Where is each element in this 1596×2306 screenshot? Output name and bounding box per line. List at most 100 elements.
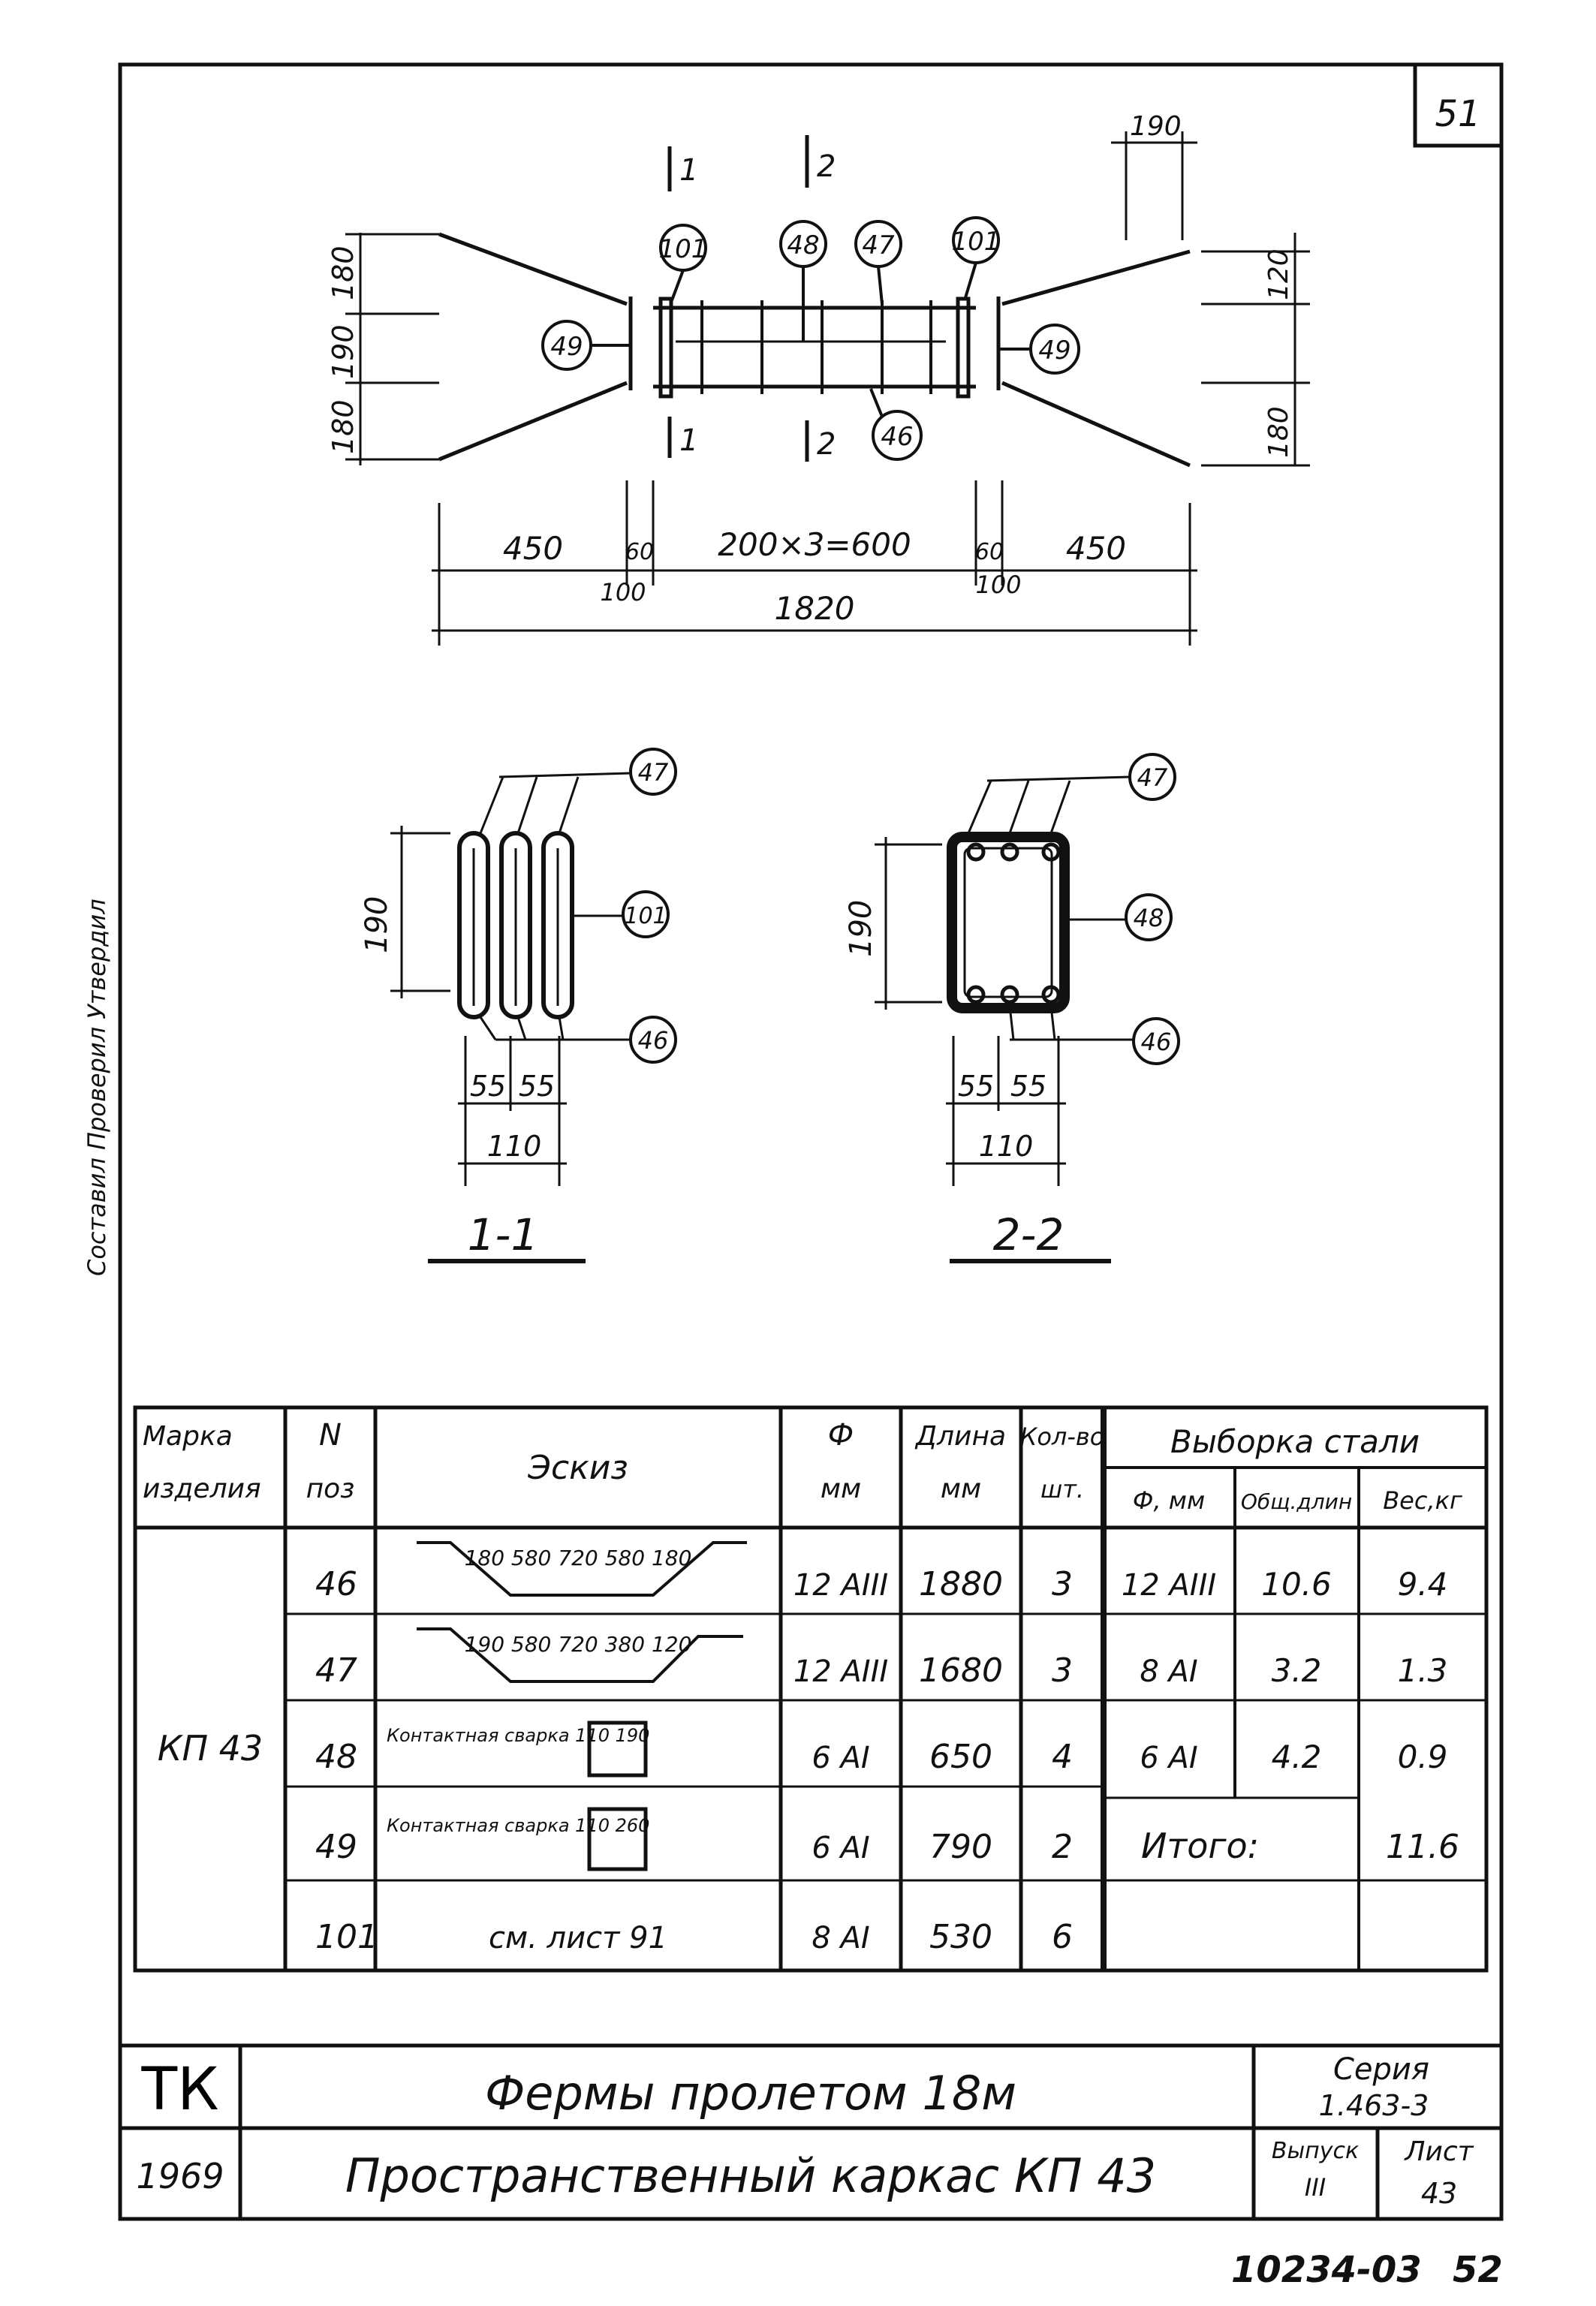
section-2-2-callout-47: 47 [1137, 763, 1168, 792]
section-1-1-height: 190 [360, 896, 394, 953]
section-1-1-callout-47: 47 [638, 758, 669, 787]
plan-bottom-dims [432, 480, 1197, 646]
section-2-2-leaders [875, 753, 1180, 1263]
page-number-box [1413, 62, 1504, 148]
section-mark-2-top: 2 [817, 149, 836, 184]
row-48-sketch: Контактная сварка 110 190 [387, 1725, 649, 1746]
hdr-qty-1: Кол-во [1020, 1422, 1105, 1451]
row-49-sketch-box [587, 1807, 648, 1871]
row-101-qty: 6 [1052, 1918, 1073, 1956]
plan-dim-right-mid: 120 [1263, 248, 1294, 300]
section-1-1-dim-55a: 55 [470, 1070, 506, 1103]
page-number: 51 [1435, 93, 1480, 135]
callout-49-right: 49 [1038, 336, 1071, 366]
steel-1-total: 10.6 [1261, 1566, 1332, 1603]
title-org: ТК [140, 2056, 218, 2124]
row-49-pos: 49 [315, 1828, 357, 1866]
section-mark-2-bottom: 2 [817, 427, 836, 462]
row-46-dia: 12 AIII [793, 1568, 888, 1603]
side-stamp: Составил Проверил Утвердил [83, 899, 111, 1276]
plan-dim-right-bottom: 180 [1263, 406, 1294, 458]
section-1-1-label: 1-1 [468, 1209, 539, 1260]
hdr-steel-total: Общ.длин [1241, 1489, 1352, 1514]
section-1-1-dim-55b: 55 [519, 1070, 555, 1103]
section-1-1-dim-110: 110 [487, 1130, 542, 1163]
section-2-2-label: 2-2 [993, 1209, 1065, 1260]
callout-101-left: 101 [659, 234, 708, 264]
series-value: 1.463-3 [1319, 2089, 1429, 2122]
row-47-qty: 3 [1052, 1651, 1073, 1690]
plan-dim-left-top: 180 [327, 245, 360, 300]
row-47-sketch-dims: 190 580 720 380 120 [465, 1632, 692, 1657]
row-48-qty: 4 [1052, 1738, 1073, 1776]
row-46-qty: 3 [1052, 1565, 1073, 1603]
plan-dim-100-left: 100 [600, 578, 646, 607]
hdr-mark-2: изделия [143, 1474, 261, 1504]
steel-3-dia: 6 AI [1140, 1741, 1197, 1775]
row-101-sketch: см. лист 91 [489, 1921, 667, 1955]
row-47-sketch-bar [417, 1627, 743, 1683]
plan-right-dims [1111, 131, 1310, 467]
issue-label: Выпуск [1272, 2138, 1359, 2164]
hdr-pos-2: поз [306, 1474, 355, 1504]
section-1-1-callout-101: 101 [624, 903, 667, 929]
section-mark-1-top: 1 [679, 153, 698, 188]
section-2-2-height: 190 [844, 900, 878, 957]
hdr-dia-1: Ф [828, 1418, 854, 1453]
plan-dim-right-top: 190 [1130, 111, 1182, 142]
hdr-dia-2: мм [821, 1474, 861, 1504]
title-line-2: Пространственный каркас КП 43 [345, 2148, 1156, 2203]
product-mark: КП 43 [158, 1728, 263, 1769]
callout-47: 47 [862, 230, 895, 260]
row-47-pos: 47 [315, 1651, 357, 1690]
steel-3-weight: 0.9 [1398, 1739, 1448, 1775]
row-49-length: 790 [929, 1828, 992, 1866]
row-49-qty: 2 [1052, 1828, 1073, 1866]
plan-dim-100-right: 100 [975, 570, 1021, 599]
row-101-pos: 101 [315, 1918, 378, 1956]
hdr-pos-1: N [319, 1418, 342, 1453]
section-1-1-callout-46: 46 [638, 1026, 669, 1055]
sheet-label: Лист [1403, 2136, 1474, 2167]
section-1-1-drawing [457, 831, 574, 1019]
section-2-2-drawing [947, 832, 1070, 1013]
section-1-1-leaders [390, 748, 677, 1263]
issue-value: III [1305, 2173, 1326, 2202]
row-48-length: 650 [929, 1738, 992, 1776]
steel-2-weight: 1.3 [1398, 1652, 1448, 1689]
hdr-steel: Выборка стали [1170, 1423, 1420, 1460]
table-row: 46 180 580 720 580 180 12 AIII 1880 3 [315, 1541, 1073, 1603]
plan-callouts [541, 216, 1080, 461]
plan-dim-600: 200×3=600 [718, 526, 911, 563]
hdr-steel-dia: Ф, мм [1133, 1486, 1205, 1515]
plan-dim-left-bottom: 180 [327, 399, 360, 454]
hdr-sketch: Эскиз [527, 1449, 628, 1487]
row-49-sketch: Контактная сварка 110 260 [387, 1815, 649, 1836]
table-row: 48 Контактная сварка 110 190 6 AI 650 4 [315, 1720, 1073, 1778]
row-101-dia: 8 AI [812, 1921, 869, 1955]
section-mark-1-bottom: 1 [679, 423, 698, 458]
table-row: 49 Контактная сварка 110 260 6 AI 790 2 [315, 1807, 1073, 1871]
callout-49-left: 49 [550, 332, 583, 362]
plan-dim-450-right: 450 [1066, 530, 1126, 567]
title-line-1: Фермы пролетом 18м [485, 2066, 1016, 2121]
row-101-length: 530 [929, 1918, 992, 1956]
table-row: 47 190 580 720 380 120 12 AIII 1680 3 [315, 1627, 1073, 1690]
steel-2-total: 3.2 [1272, 1652, 1322, 1689]
hdr-qty-2: шт. [1040, 1475, 1084, 1504]
callout-48: 48 [787, 230, 819, 260]
plan-dim-60-left: 60 [625, 539, 654, 565]
plan-dim-left-mid: 190 [327, 324, 360, 379]
steel-1-dia: 12 AIII [1122, 1568, 1216, 1603]
section-2-2-callout-46: 46 [1141, 1028, 1172, 1056]
row-48-pos: 48 [315, 1738, 357, 1776]
row-49-dia: 6 AI [812, 1831, 869, 1865]
hdr-length-1: Длина [914, 1421, 1006, 1452]
row-46-sketch-dims: 180 580 720 580 180 [465, 1546, 692, 1570]
steel-total-weight: 11.6 [1386, 1828, 1459, 1866]
row-46-length: 1880 [919, 1565, 1003, 1603]
row-48-sketch-box [587, 1720, 648, 1778]
series-label: Серия [1333, 2052, 1429, 2087]
row-47-length: 1680 [919, 1651, 1003, 1690]
hdr-mark-1: Марка [143, 1421, 233, 1452]
